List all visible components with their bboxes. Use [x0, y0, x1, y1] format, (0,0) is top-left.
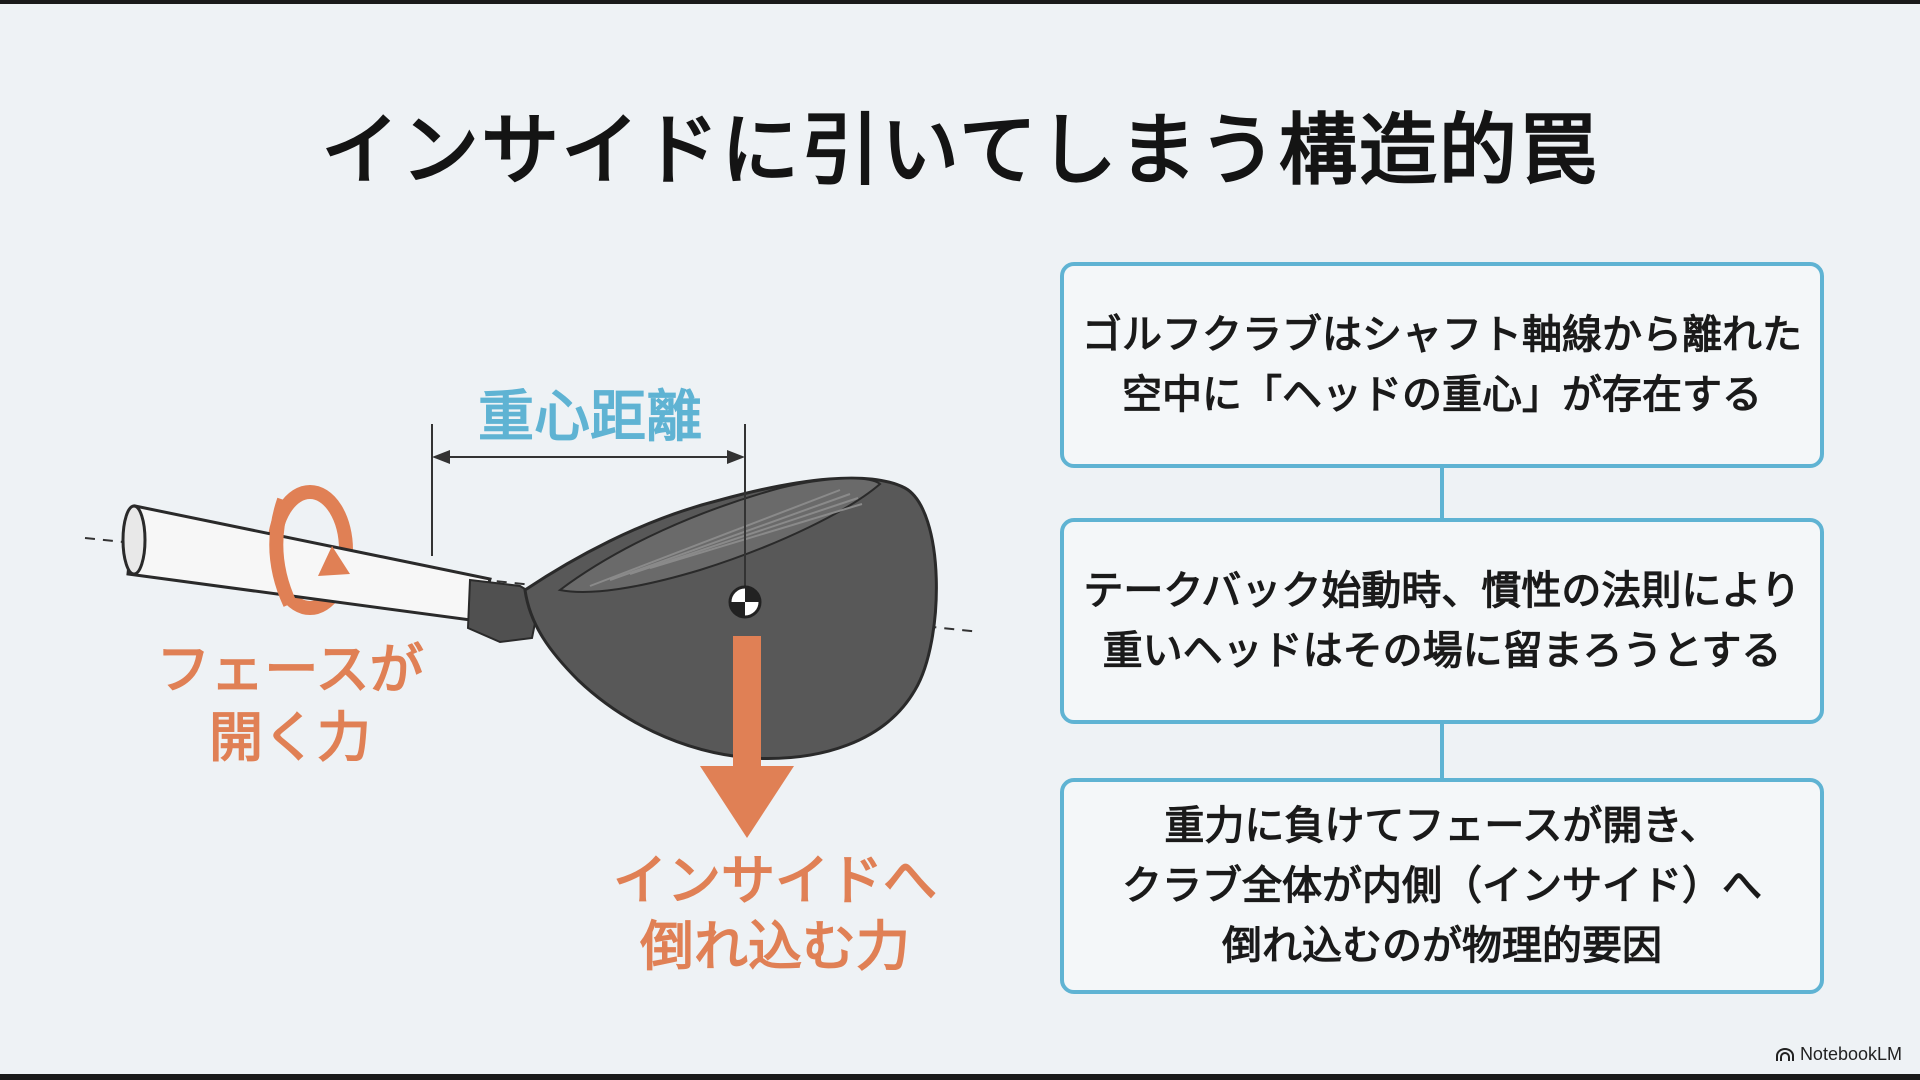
step-box-3: 重力に負けてフェースが開き、 クラブ全体が内側（インサイド）へ 倒れ込むのが物理… [1060, 778, 1824, 994]
inside-fall-force-label: インサイドへ 倒れ込む力 [590, 848, 960, 980]
step-3-line-3: 倒れ込むのが物理的要因 [1222, 923, 1662, 969]
step-2-line-2: 重いヘッドはその場に留まろうとする [1102, 628, 1782, 674]
step-2-line-1: テークバック始動時、慣性の法則により [1083, 568, 1801, 614]
step-3-line-2: クラブ全体が内側（インサイド）へ [1122, 863, 1762, 909]
rotation-arrowhead [318, 546, 350, 576]
step-connector-1 [1440, 468, 1444, 518]
step-box-2: テークバック始動時、慣性の法則により 重いヘッドはその場に留まろうとする [1060, 518, 1824, 724]
downward-force-arrow-shaft [733, 636, 761, 766]
step-box-1: ゴルフクラブはシャフト軸線から離れた 空中に「ヘッドの重心」が存在する [1060, 262, 1824, 468]
step-3-line-1: 重力に負けてフェースが開き、 [1164, 803, 1720, 849]
top-border [0, 0, 1920, 4]
inside-force-line-2: 倒れ込む力 [640, 915, 910, 978]
notebooklm-logo-icon [1775, 1047, 1794, 1061]
brand-name: NotebookLM [1799, 1044, 1902, 1064]
page-title: インサイドに引いてしまう構造的罠 [321, 106, 1599, 196]
step-1-line-1: ゴルフクラブはシャフト軸線から離れた [1082, 312, 1802, 358]
center-of-gravity-marker [728, 585, 762, 619]
dimension-arrow-left [432, 450, 450, 464]
face-open-line-1: フェースが [156, 638, 424, 701]
downward-force-arrowhead [700, 766, 794, 838]
face-open-line-2: 開く力 [209, 706, 371, 769]
bottom-border [0, 1074, 1920, 1080]
face-open-force-label: フェースが 開く力 [130, 636, 450, 772]
cg-distance-label: 重心距離 [478, 385, 702, 450]
brand-watermark: NotebookLM [1775, 1044, 1902, 1065]
club-hosel [466, 578, 542, 644]
rotation-arrow-front [269, 497, 297, 607]
shaft-butt-end [121, 504, 147, 576]
inside-force-line-1: インサイドへ [613, 849, 937, 912]
dimension-arrow-right [727, 450, 745, 464]
step-1-line-2: 空中に「ヘッドの重心」が存在する [1122, 372, 1762, 418]
step-connector-2 [1440, 724, 1444, 778]
